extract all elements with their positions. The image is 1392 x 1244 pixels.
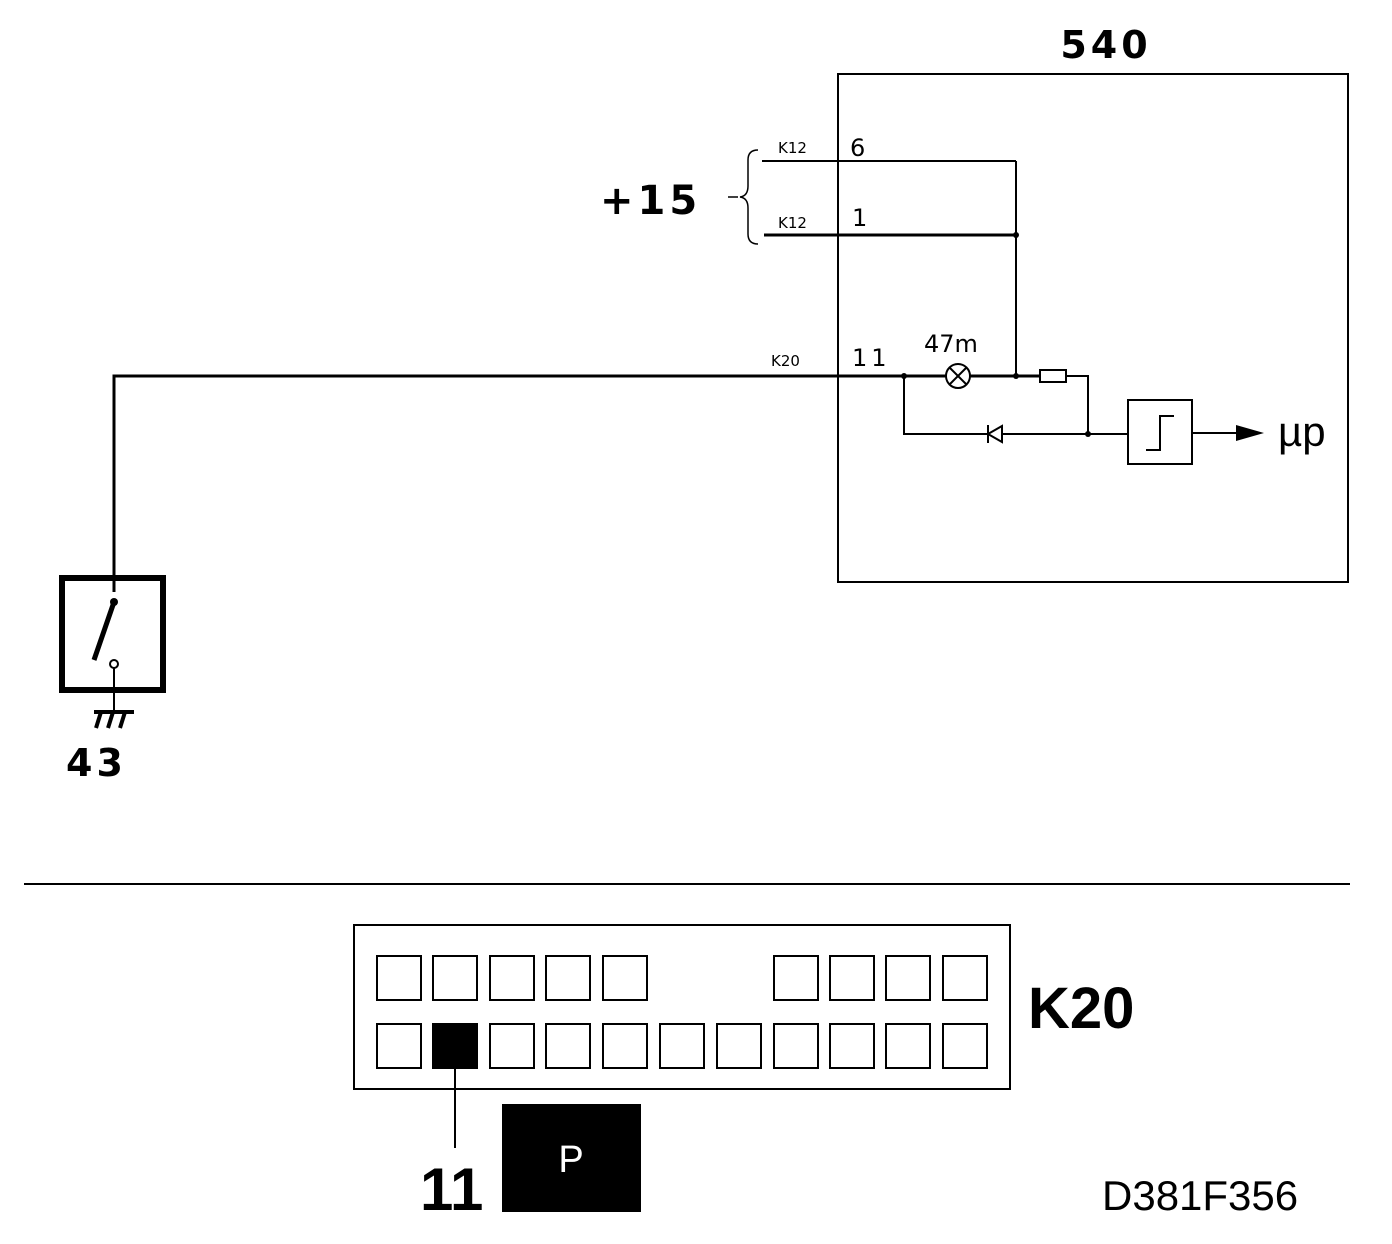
connector-pin-row-top [376, 955, 988, 1001]
connector-pin [376, 1023, 422, 1069]
schmitt-trigger-icon [1146, 415, 1174, 451]
module-box [837, 73, 1349, 583]
pin-number-6: 6 [850, 134, 865, 162]
connector-pin [602, 955, 648, 1001]
connector-pin [942, 1023, 988, 1069]
output-label: µp [1278, 408, 1326, 455]
connector-pin [489, 1023, 535, 1069]
connector-pin [885, 1023, 931, 1069]
connector-pin [942, 955, 988, 1001]
connector-pin [829, 1023, 875, 1069]
connector-pin [773, 955, 819, 1001]
module-number: 540 [1060, 23, 1151, 67]
connector-pin [659, 1023, 705, 1069]
highlighted-pin-label: 11 [420, 1156, 483, 1223]
junction-dot [1013, 373, 1019, 379]
connector-pin [716, 1023, 762, 1069]
wire-resistor-out [1066, 375, 1089, 434]
lamp-label: 47m [924, 330, 978, 358]
diode-symbol [985, 424, 1003, 444]
connector-pin [545, 1023, 591, 1069]
switch-box [59, 575, 166, 693]
pin-number-11: 11 [852, 344, 891, 372]
ground-icon [94, 710, 134, 729]
output-arrow-icon [1236, 425, 1264, 441]
lamp-symbol [945, 363, 971, 389]
connector-body [353, 924, 1011, 1090]
pin-number-1: 1 [852, 204, 867, 232]
wire-k20-11 [112, 374, 946, 592]
figure-code: D381F356 [1102, 1172, 1298, 1219]
resistor-symbol [1039, 369, 1067, 383]
connector-pin [773, 1023, 819, 1069]
badge-box [502, 1104, 641, 1212]
badge-letter: P [558, 1139, 583, 1181]
switch-label: 43 [66, 741, 127, 785]
wire-diode-branch [903, 376, 1128, 435]
pin-connector-k20: K20 [771, 352, 800, 370]
connector-pin [885, 955, 931, 1001]
connector-name: K20 [1028, 976, 1134, 1041]
connector-pin [376, 955, 422, 1001]
pin-connector-k12-a: K12 [778, 139, 807, 157]
connector-pin-highlighted [432, 1023, 478, 1069]
connector-pin [432, 955, 478, 1001]
supply-label: +15 [600, 178, 701, 224]
connector-pin [829, 955, 875, 1001]
junction-dot [1013, 232, 1019, 238]
connector-pin [602, 1023, 648, 1069]
connector-pin [545, 955, 591, 1001]
connector-pin-row-bottom [376, 1023, 988, 1069]
supply-brace [739, 149, 759, 245]
pin-connector-k12-b: K12 [778, 214, 807, 232]
switch-symbol [91, 598, 119, 712]
connector-pin [489, 955, 535, 1001]
